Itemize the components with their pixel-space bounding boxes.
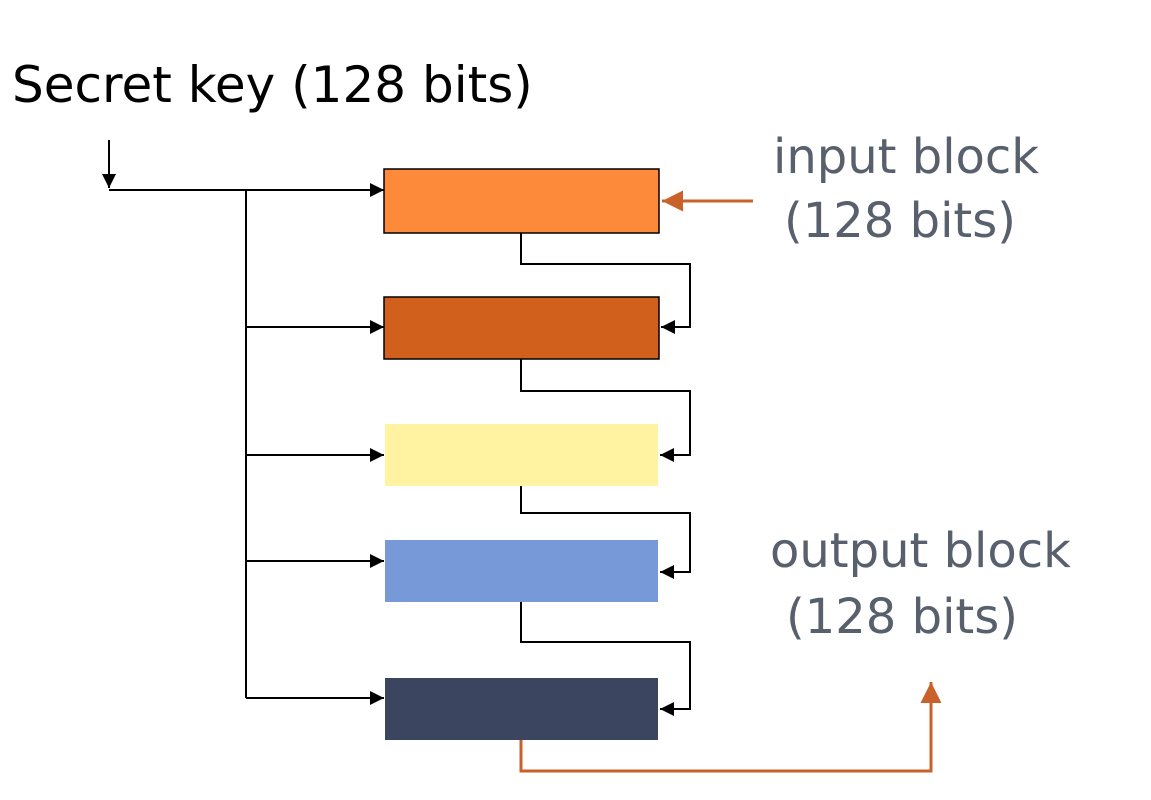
round-connector-3	[520, 486, 691, 579]
round-connector-2	[520, 359, 691, 462]
output-block-label: output block	[770, 523, 1071, 579]
round-connector-1	[520, 233, 691, 334]
round-block-5	[385, 678, 658, 740]
round-block-1	[383, 168, 660, 234]
input-block-size-label: (128 bits)	[784, 193, 1016, 249]
round-block-2	[383, 296, 660, 360]
output-block-size-label: (128 bits)	[786, 589, 1018, 645]
round-block-3	[385, 424, 658, 486]
input-block-label: input block	[773, 129, 1040, 185]
output-arrow	[519, 682, 942, 773]
round-block-4	[385, 540, 658, 602]
secret-key-label: Secret key (128 bits)	[12, 56, 533, 114]
round-connector-4	[520, 602, 691, 716]
